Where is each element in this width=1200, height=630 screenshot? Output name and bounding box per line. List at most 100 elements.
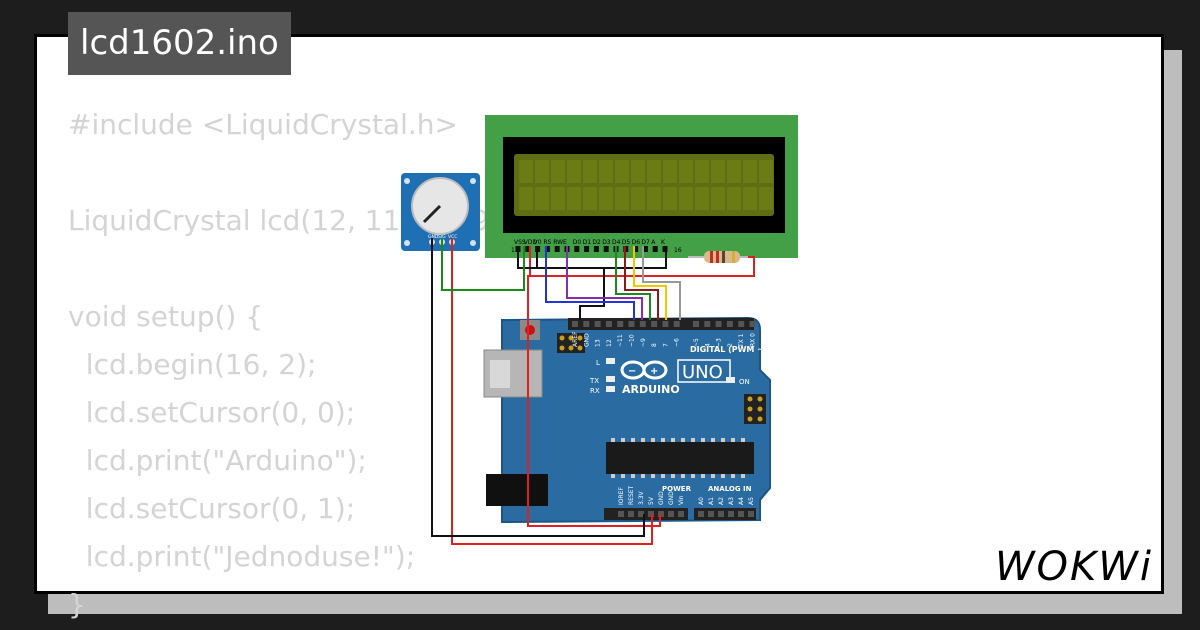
analog-pin[interactable]: [698, 511, 704, 517]
power-pin-label: GND: [668, 491, 675, 505]
wire-rs: [545, 246, 635, 320]
digital-pin[interactable]: [572, 321, 578, 327]
analog-pin-label: A5: [748, 497, 755, 505]
lcd-char-cell: [535, 187, 549, 210]
lcd-char-cell: [727, 187, 741, 210]
lcd-pin-label: RS: [543, 239, 551, 246]
lcd-pin[interactable]: [642, 246, 648, 252]
lcd-pin-label: D3: [602, 239, 611, 246]
digital-pin[interactable]: [715, 321, 722, 327]
power-pin[interactable]: [668, 511, 674, 517]
digital-pin-label: 7: [662, 343, 669, 347]
digital-pin[interactable]: [639, 321, 646, 327]
analog-pin[interactable]: [738, 511, 744, 517]
led-rx: [606, 386, 615, 392]
digital-pin[interactable]: [693, 321, 699, 327]
lcd-char-cell: [631, 187, 645, 210]
digital-pin-label: 2: [727, 343, 734, 347]
digital-pin[interactable]: [605, 321, 612, 327]
lcd-character-grid: [519, 160, 773, 210]
wire-d7: [642, 246, 681, 320]
lcd-pin[interactable]: [525, 246, 531, 252]
power-pin[interactable]: [678, 511, 684, 517]
lcd-char-cell: [743, 160, 757, 183]
digital-pin-label: ~6: [674, 338, 681, 347]
lcd-pin[interactable]: [652, 246, 658, 252]
power-pin-label: GND: [658, 491, 665, 505]
digital-pin[interactable]: [738, 321, 745, 327]
digital-pin-label: 12: [606, 339, 613, 347]
lcd-char-cell: [695, 187, 709, 210]
resistor: [688, 251, 748, 263]
lcd-char-cell: [567, 187, 581, 210]
analog-pin[interactable]: [708, 511, 714, 517]
pot-pin-label: SIG: [438, 234, 446, 240]
power-pin[interactable]: [618, 511, 624, 517]
lcd-pin[interactable]: [574, 246, 580, 252]
analog-pin[interactable]: [718, 511, 724, 517]
power-pin[interactable]: [628, 511, 634, 517]
lcd-char-cell: [759, 160, 773, 183]
power-pin[interactable]: [638, 511, 644, 517]
digital-pin[interactable]: [749, 321, 756, 327]
lcd-char-cell: [759, 187, 773, 210]
wire-pot-vcc: [451, 238, 653, 545]
lcd-char-cell: [631, 160, 645, 183]
lcd-char-cell: [599, 160, 613, 183]
digital-pin[interactable]: [673, 321, 680, 327]
digital-pin[interactable]: [594, 321, 601, 327]
code-line: lcd.print("Arduino");: [68, 444, 367, 477]
lcd-pin[interactable]: [603, 246, 609, 252]
analog-pin-label: A2: [718, 497, 725, 505]
lcd-char-cell: [711, 160, 725, 183]
lcd-char-cell: [711, 187, 725, 210]
lcd-char-cell: [615, 160, 629, 183]
led-tx-label: TX: [589, 377, 599, 385]
pot-mount-hole: [470, 178, 476, 184]
lcd-pin-label: D1: [583, 239, 592, 246]
lcd-pin[interactable]: [593, 246, 599, 252]
wokwi-logo-text: WOKWi: [995, 544, 1153, 590]
lcd-pin[interactable]: [554, 246, 560, 252]
digital-pin[interactable]: [628, 321, 635, 327]
digital-pin-label: ~10: [629, 334, 636, 347]
digital-pin[interactable]: [651, 321, 658, 327]
pot-mount-hole: [404, 240, 410, 246]
lcd-char-cell: [567, 160, 581, 183]
lcd-char-cell: [647, 187, 661, 210]
lcd-pin-label: D0: [573, 239, 582, 246]
lcd-char-cell: [583, 160, 597, 183]
lcd-pin-last: 16: [674, 247, 682, 254]
lcd-pin[interactable]: [633, 246, 639, 252]
lcd-pin-label: RW: [553, 239, 563, 246]
lcd-pin[interactable]: [584, 246, 590, 252]
lcd-pin[interactable]: [544, 246, 550, 252]
digital-pin[interactable]: [662, 321, 669, 327]
lcd-char-cell: [679, 187, 693, 210]
lcd-char-cell: [663, 187, 677, 210]
digital-pin-label: ~9: [640, 338, 647, 347]
digital-pin[interactable]: [583, 321, 590, 327]
digital-pin-label: TX 1: [738, 333, 745, 348]
lcd-char-cell: [727, 160, 741, 183]
digital-pin[interactable]: [704, 321, 711, 327]
lcd-pin-label: A: [651, 239, 656, 246]
digital-label: DIGITAL (PWM ~): [690, 345, 768, 354]
analog-pin[interactable]: [728, 511, 734, 517]
digital-pin[interactable]: [726, 321, 733, 327]
digital-pin[interactable]: [617, 321, 624, 327]
code-line: void setup() {: [68, 300, 264, 333]
lcd-char-cell: [695, 160, 709, 183]
analog-pin[interactable]: [748, 511, 754, 517]
digital-pin-label: 13: [595, 339, 602, 347]
code-line: lcd.print("Jednoduse!");: [68, 540, 416, 573]
atmega-chip: [606, 442, 754, 474]
led-rx-label: RX: [590, 387, 600, 395]
arduino-brand: ARDUINO: [622, 383, 680, 396]
led-l-label: L: [596, 359, 600, 367]
code-line: #include <LiquidCrystal.h>: [68, 108, 458, 141]
lcd-char-cell: [551, 160, 565, 183]
